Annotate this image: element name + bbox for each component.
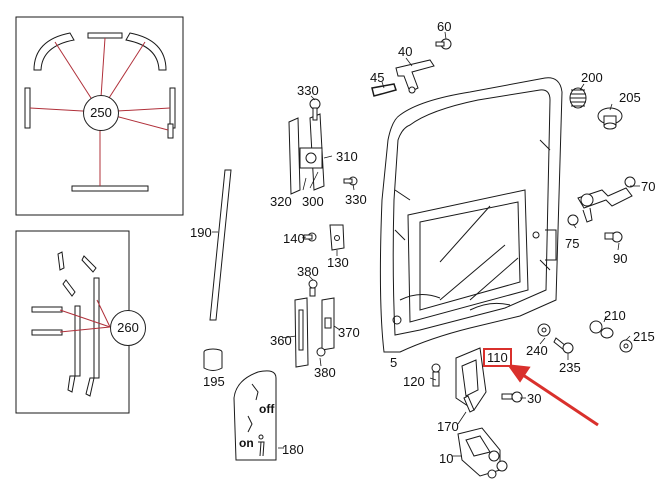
label-45: 45 — [370, 70, 385, 85]
sign-text-on: on — [239, 436, 254, 450]
label-235: 235 — [559, 360, 581, 375]
part-360-370-striker — [294, 279, 335, 368]
strip-190 — [209, 169, 232, 321]
callout-arrow-110 — [506, 364, 599, 427]
label-195: 195 — [203, 374, 225, 389]
label-75: 75 — [565, 236, 580, 251]
label-300: 300 — [302, 194, 324, 209]
label-215: 215 — [633, 329, 655, 344]
panel-260-box — [15, 230, 130, 414]
panel-250-box — [15, 16, 184, 216]
label-60: 60 — [437, 19, 452, 34]
label-250: 250 — [83, 95, 119, 131]
part-40-bracket — [395, 59, 435, 94]
label-330-top: 330 — [297, 83, 319, 98]
part-70-roller-arm — [567, 176, 636, 243]
label-380-bottom: 380 — [314, 365, 336, 380]
label-130: 130 — [327, 255, 349, 270]
label-210: 210 — [604, 308, 626, 323]
part-310-lock — [288, 98, 358, 195]
part-60-screw — [435, 38, 452, 50]
label-360: 360 — [270, 333, 292, 348]
label-180: 180 — [282, 442, 304, 457]
label-200: 200 — [581, 70, 603, 85]
leader-lines — [212, 31, 640, 457]
label-260: 260 — [110, 310, 146, 346]
label-10: 10 — [439, 451, 454, 466]
label-380-top: 380 — [297, 264, 319, 279]
door-panel-5 — [379, 77, 563, 353]
panel-260-strips — [31, 251, 100, 397]
label-170: 170 — [437, 419, 459, 434]
part-205-bushing — [597, 107, 623, 130]
part-10-roller-carriage — [457, 427, 508, 479]
label-90: 90 — [613, 251, 628, 266]
label-320: 320 — [270, 194, 292, 209]
label-190: 190 — [190, 225, 212, 240]
part-210-215-235-240 — [537, 320, 633, 354]
part-140-130-bracket — [303, 224, 345, 251]
label-205: 205 — [619, 90, 641, 105]
label-30: 30 — [527, 391, 542, 406]
panel-260-leaders — [59, 299, 111, 333]
part-180-sign — [233, 370, 277, 461]
label-110-highlighted: 110 — [483, 348, 512, 367]
label-330-bottom: 330 — [345, 192, 367, 207]
label-240: 240 — [526, 343, 548, 358]
label-5: 5 — [390, 355, 398, 370]
part-45-clip — [371, 83, 397, 97]
label-310: 310 — [336, 149, 358, 164]
label-70: 70 — [641, 179, 656, 194]
label-120: 120 — [403, 374, 425, 389]
sign-text-off: off — [259, 402, 275, 416]
part-195-cap — [203, 348, 223, 371]
label-140: 140 — [283, 231, 305, 246]
label-40: 40 — [398, 44, 413, 59]
part-110-lower-bracket — [431, 347, 523, 413]
label-370: 370 — [338, 325, 360, 340]
panel-250-strips — [24, 32, 176, 192]
part-200-roller — [569, 87, 587, 109]
